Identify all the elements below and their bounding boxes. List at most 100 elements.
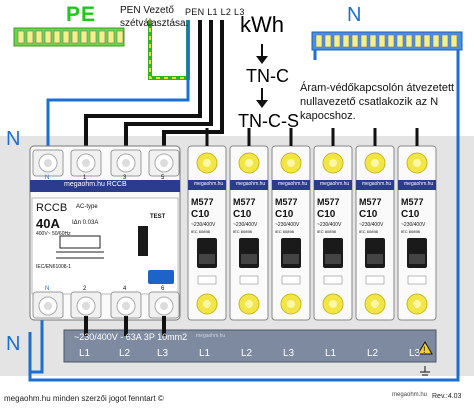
breaker-top-terminal	[238, 152, 260, 174]
rccb-top-terminal	[148, 149, 180, 177]
bus-bar-screw-icon	[62, 30, 70, 44]
bus-bar-screw-icon	[432, 34, 440, 48]
phase-label: L2	[241, 348, 253, 359]
rccb-voltage: 400V~ 50/60Hz	[36, 231, 71, 237]
circuit-breaker	[271, 145, 311, 321]
busbar-spec: ~230/400V - 63A 3P 10mm2	[74, 332, 188, 342]
breaker-model: M577	[401, 197, 424, 207]
rccb-bottom-terminal-label: 2	[83, 286, 87, 292]
rccb-test-label: TEST	[150, 214, 166, 220]
busbar-brand: megaohm.hu	[196, 333, 226, 339]
bus-bar-screw-icon	[360, 34, 368, 48]
bus-bar-screw-icon	[369, 34, 377, 48]
bus-bar-screw-icon	[17, 30, 25, 44]
breaker-voltage: ~230/400V	[359, 222, 384, 228]
down-arrow-icon	[256, 44, 268, 64]
circuit-breaker	[313, 145, 353, 321]
breaker-model: M577	[191, 197, 214, 207]
breaker-top-terminal	[280, 152, 302, 174]
pe-label: PE	[66, 3, 97, 26]
breaker-model: M577	[317, 197, 340, 207]
rccb-neutral-out-wire	[30, 320, 44, 374]
down-arrow-icon	[256, 88, 268, 108]
l1-feed-wire	[84, 20, 202, 148]
rccb-top-terminal	[70, 149, 102, 177]
breaker-standard: IEC 60898	[317, 229, 336, 234]
tn-c-label: TN-C	[246, 66, 289, 86]
rccb-bottom-terminal-label: 4	[123, 286, 127, 292]
rccb-top-terminal-label: 5	[161, 175, 165, 181]
warning-icon: !	[417, 341, 433, 355]
svg-text:!: !	[423, 345, 426, 355]
breaker-rating: C10	[359, 209, 378, 220]
pen-to-rccb-neutral-wire	[46, 20, 190, 148]
breaker-model: M577	[359, 197, 382, 207]
copyright-text: megaohm.hu minden szerzői jogot fenntart…	[4, 394, 164, 403]
bus-bar-screw-icon	[71, 30, 79, 44]
phase-label: L2	[367, 348, 379, 359]
breaker-top-terminal	[322, 152, 344, 174]
breaker-top-terminal	[364, 152, 386, 174]
breaker-standard: IEC 60898	[275, 229, 294, 234]
rccb-bottom-terminal	[32, 291, 64, 319]
neutral-bar-label: N	[347, 4, 362, 26]
bus-bar-screw-icon	[351, 34, 359, 48]
breaker-model: M577	[275, 197, 298, 207]
bus-bar-screw-icon	[450, 34, 458, 48]
breaker-top-terminal	[196, 152, 218, 174]
bus-bar-screw-icon	[333, 34, 341, 48]
energy-meter-label: kWh	[240, 12, 284, 37]
breaker-voltage: ~230/400V	[401, 222, 426, 228]
breaker-model: M577	[233, 197, 256, 207]
rccb-bottom-terminal	[110, 291, 142, 319]
rccb-top-terminal-label: 3	[123, 175, 127, 181]
rccb-top-terminal-label: 1	[83, 175, 87, 181]
bus-bar-screw-icon	[26, 30, 34, 44]
phase-label: L1	[79, 348, 91, 359]
breaker-bottom-terminal	[364, 293, 386, 315]
breaker-bottom-terminal	[238, 293, 260, 315]
breaker-brand: megaohm.hu	[236, 181, 266, 187]
rccb-top-terminal-label: N	[45, 175, 50, 181]
breaker-brand: megaohm.hu	[194, 181, 224, 187]
breaker-bottom-terminal	[280, 293, 302, 315]
bus-bar-screw-icon	[80, 30, 88, 44]
bus-bar-screw-icon	[315, 34, 323, 48]
pen-separation-note: PEN Vezető szétválasztása.	[120, 5, 189, 29]
bus-bar-screw-icon	[44, 30, 52, 44]
breaker-rating: C10	[317, 209, 336, 220]
breaker-row	[187, 145, 437, 321]
breaker-voltage: ~230/400V	[191, 222, 216, 228]
phase-label: L2	[119, 348, 131, 359]
footer-site: megaohm.hu	[392, 392, 428, 398]
breaker-voltage: ~230/400V	[317, 222, 342, 228]
phase-label: L3	[409, 348, 421, 359]
breaker-brand: megaohm.hu	[362, 181, 392, 187]
bus-bar-screw-icon	[414, 34, 422, 48]
rccb-title: RCCB	[36, 202, 68, 214]
bus-bar-screw-icon	[405, 34, 413, 48]
circuit-breaker	[397, 145, 437, 321]
l2-feed-wire	[124, 20, 213, 148]
rccb-sensitivity: IΔn 0.03A	[72, 220, 99, 226]
breaker-voltage: ~230/400V	[275, 222, 300, 228]
bus-bar-screw-icon	[89, 30, 97, 44]
breaker-rating: C10	[233, 209, 252, 220]
neutral-note: Áram-védőkapcsolón átvezetett nullavezet…	[300, 82, 455, 122]
l3-feed-wire	[162, 20, 224, 148]
bus-bar-screw-icon	[396, 34, 404, 48]
breaker-rating: C10	[275, 209, 294, 220]
neutral-bus-bar	[311, 31, 463, 51]
bus-bar-screw-icon	[342, 34, 350, 48]
rccb-device	[29, 145, 181, 321]
rccb-top-terminal	[110, 149, 142, 177]
phase-label: L1	[325, 348, 337, 359]
circuit-breaker	[187, 145, 227, 321]
rccb-standard: IEC/EN61008-1	[36, 264, 72, 270]
rccb-rating: 40A	[36, 216, 60, 231]
pe-bus-bar	[13, 27, 125, 47]
neutral-side-label: N	[6, 128, 21, 150]
rccb-top-terminal	[32, 149, 64, 177]
bus-bar-screw-icon	[35, 30, 43, 44]
breaker-standard: IEC 60898	[233, 229, 252, 234]
